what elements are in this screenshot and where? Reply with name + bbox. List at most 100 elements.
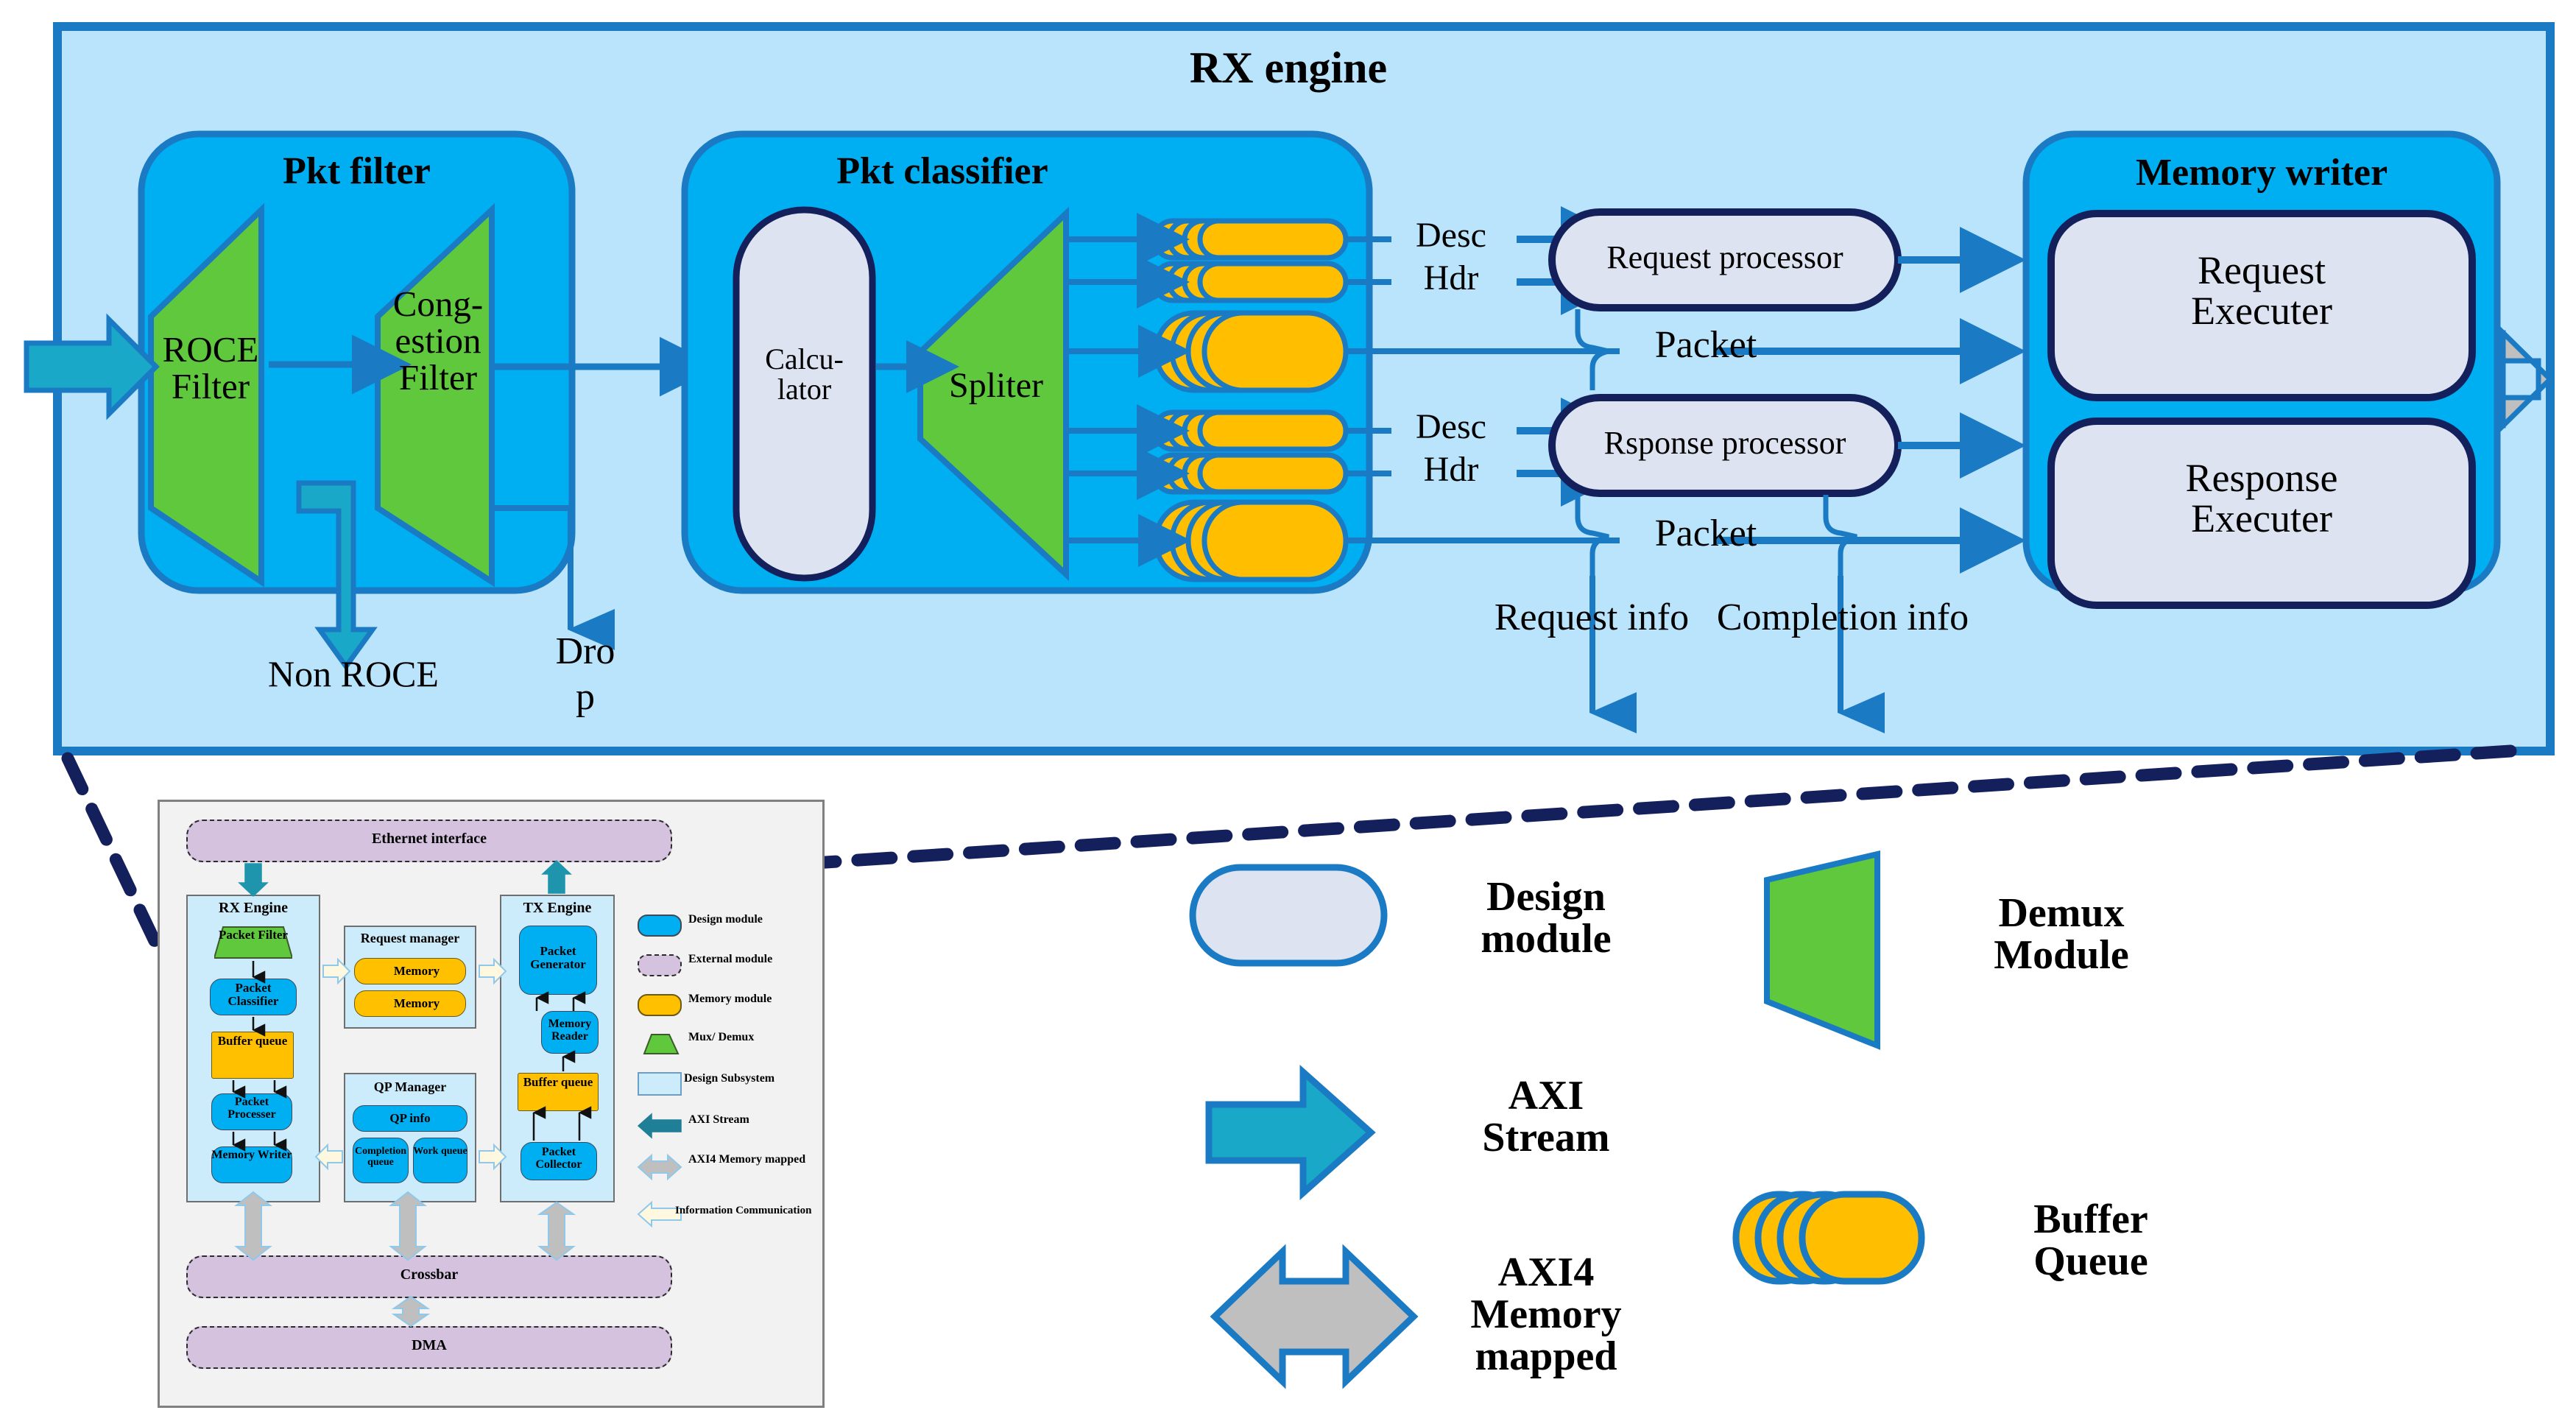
thumb-ethernet-interface <box>186 820 672 862</box>
buffer-queue-row <box>1153 310 1349 393</box>
response-executer-label: Response Executer <box>2185 456 2338 541</box>
thumb-rx-buffer-queue-label: Buffer queue <box>217 1034 288 1048</box>
thumb-packet-processer-shape <box>211 1093 292 1130</box>
drop-label-line1: Dro <box>555 630 615 672</box>
thumb-work-queue-shape <box>413 1138 467 1183</box>
thumb-tx-buffer-queue-shape <box>518 1073 599 1111</box>
packet-label-bottom: Packet <box>1654 512 1757 554</box>
thumb-legend-label-axi4-mm: AXI4 Memory mapped <box>688 1153 806 1166</box>
packet-forward-lines <box>1715 227 2026 574</box>
thumb-packet-classifier-label: Packet Classifier <box>227 981 279 1008</box>
thumb-legend-svg <box>637 915 682 1228</box>
response-processor-label: Rsponse processor <box>1603 425 1846 461</box>
desc-label-bottom: Desc <box>1416 407 1486 446</box>
thumb-packet-generator-label: Packet Generator <box>530 944 586 971</box>
buffer-queue-row <box>1151 409 1349 452</box>
roce-filter-label: ROCE Filter <box>162 329 259 406</box>
thumb-legend-label-memory-module: Memory module <box>688 993 772 1005</box>
legend-label-axi4-mm: AXI4 Memory mapped <box>1470 1250 1622 1380</box>
thumb-crossbar-shape <box>186 1255 672 1298</box>
thumb-memory-2-shape <box>354 990 466 1017</box>
request-executer-label: Request Executer <box>2191 248 2332 334</box>
buffer-queue-row <box>1153 499 1349 582</box>
calculator-shape <box>733 206 876 582</box>
buffer-queue-row <box>1151 452 1349 495</box>
thumb-dma-label: DMA <box>412 1337 447 1353</box>
thumb-connectors-svg <box>232 859 592 1328</box>
thumb-memory-reader-label: Memory Reader <box>548 1018 592 1043</box>
calculator-label: Calcu- lator <box>765 342 844 406</box>
non-roce-arrow <box>296 480 378 671</box>
thumb-packet-generator-shape <box>519 926 597 995</box>
thumb-legend-label-mux-demux: Mux/ Demux <box>688 1031 755 1043</box>
system-overview-thumbnail[interactable]: Ethernet interface RX Engine Packet Filt… <box>158 800 825 1408</box>
thumb-packet-collector-label: Packet Collector <box>535 1146 582 1171</box>
request-processor-label: Request processor <box>1606 239 1843 275</box>
non-roce-label: Non ROCE <box>268 653 439 694</box>
axi4-mm-output-arrow <box>2496 326 2554 432</box>
thumb-tx-engine-title: TX Engine <box>523 900 592 916</box>
request-executer-shape <box>2047 210 2476 401</box>
thumb-packet-filter-shape <box>214 926 292 959</box>
pkt-filter-title: Pkt filter <box>283 150 431 192</box>
thumb-packet-processer-label: Packet Processer <box>227 1096 276 1121</box>
thumb-memory-2-label: Memory <box>393 996 440 1010</box>
page-title: RX engine <box>1189 43 1388 92</box>
legend-label-design-module: Design module <box>1481 874 1612 962</box>
legend-label-buffer-queue: Buffer Queue <box>2033 1197 2148 1285</box>
legend-buffer-queue-icon <box>1732 1191 1925 1285</box>
completion-info-label: Completion info <box>1716 596 1969 638</box>
spliter-label: Spliter <box>949 366 1043 405</box>
request-info-label: Request info <box>1494 596 1690 638</box>
legend-design-module-icon <box>1189 864 1388 967</box>
drop-connector <box>492 505 615 650</box>
thumb-rx-engine-title: RX Engine <box>219 900 288 916</box>
memory-writer-panel <box>2022 130 2501 609</box>
thumb-packet-collector-shape <box>521 1142 597 1180</box>
buffer-queue-row <box>1151 261 1349 303</box>
thumb-qp-manager-title: QP Manager <box>373 1079 447 1094</box>
info-down-arrows <box>1589 576 1885 733</box>
thumb-legend-label-design-subsystem: Design Subsystem <box>684 1072 775 1085</box>
thumb-qp-info-label: QP info <box>389 1111 431 1125</box>
thumb-crossbar-label: Crossbar <box>400 1266 459 1283</box>
thumb-tx-buffer-queue-label: Buffer queue <box>523 1075 593 1089</box>
thumb-memory-reader-shape <box>541 1011 599 1054</box>
hdr-label-top: Hdr <box>1423 258 1479 297</box>
thumb-dma-shape <box>186 1326 672 1369</box>
thumb-request-manager-title: Request manager <box>360 931 460 945</box>
thumb-legend-label-design-module: Design module <box>688 913 763 926</box>
thumb-ethernet-interface-label: Ethernet interface <box>371 831 487 847</box>
response-executer-shape <box>2047 417 2476 609</box>
desc-label-top: Desc <box>1416 216 1486 255</box>
roce-filter-shape <box>148 202 264 588</box>
legend-demux-module-icon <box>1764 850 1880 1050</box>
thumb-legend-label-external-module: External module <box>688 953 773 965</box>
thumb-legend-label-info-communication: Information Communication <box>675 1205 812 1216</box>
packet-label-top: Packet <box>1654 324 1757 366</box>
congestion-filter-label: Cong- estion Filter <box>392 283 484 398</box>
spliter-shape <box>917 206 1069 582</box>
buffer-queue-group <box>1069 213 1349 582</box>
legend-axi-stream-icon <box>1205 1064 1376 1201</box>
thumb-completion-queue-shape <box>353 1138 409 1183</box>
thumb-memory-1-shape <box>354 958 466 984</box>
thumb-completion-queue-label: Completion queue <box>355 1146 406 1168</box>
axi-stream-input-arrow <box>24 313 160 420</box>
thumb-packet-filter-label: Packet Filter <box>219 928 288 942</box>
legend-label-demux-module: Demux Module <box>1994 890 2129 979</box>
thumb-packet-classifier-shape <box>210 979 297 1015</box>
pkt-classifier-title: Pkt classifier <box>836 150 1048 192</box>
drop-label-line2: p <box>576 676 595 718</box>
legend-label-axi-stream: AXI Stream <box>1482 1073 1610 1161</box>
packet-brace-connectors <box>1575 309 1857 576</box>
thumb-qp-info-shape <box>353 1105 467 1132</box>
legend-axi4-mm-icon <box>1210 1244 1419 1389</box>
thumb-legend-label-axi-stream: AXI Stream <box>688 1113 749 1126</box>
legend-graphics <box>1189 850 1925 1389</box>
thumb-rx-memory-writer-label: Memory Writer <box>211 1149 292 1161</box>
buffer-queue-row <box>1151 218 1349 261</box>
hdr-label-bottom: Hdr <box>1423 450 1479 489</box>
